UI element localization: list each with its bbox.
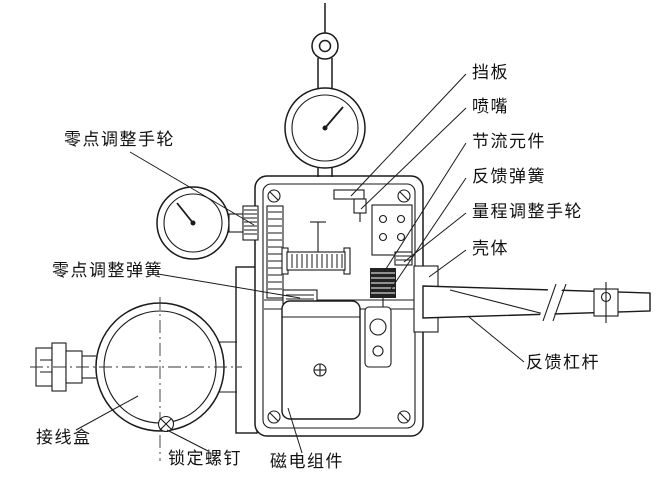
label-lock-screw: 锁定螺钉: [168, 449, 242, 468]
label-nozzle: 喷嘴: [472, 97, 509, 116]
label-feedback-spring: 反馈弹簧: [472, 167, 546, 186]
label-feedback-lever: 反馈杠杆: [526, 353, 600, 372]
leader-lines: [75, 73, 525, 454]
label-junction-box: 接线盒: [36, 428, 92, 447]
label-magnet-assembly: 磁电组件: [270, 452, 344, 471]
label-zero-adjust-spring: 零点调整弹簧: [52, 261, 163, 280]
lock-screw-part: [157, 415, 175, 433]
feedback-spring-part: [370, 268, 396, 308]
junction-box-drawing: [30, 297, 242, 461]
flange-plate: [235, 266, 258, 434]
label-zero-adjust-handwheel: 零点调整手轮: [64, 130, 175, 149]
label-baffle: 挡板: [472, 63, 509, 82]
internal-mechanism: [264, 189, 418, 420]
feedback-lever-drawing: [413, 265, 651, 333]
baffle-part: [333, 189, 365, 200]
top-pressure-gauge: [284, 3, 366, 177]
label-housing: 壳体: [472, 239, 509, 258]
body-corner-screws: [267, 189, 411, 424]
magnet-assembly-part: [281, 300, 361, 420]
label-throttle-element: 节流元件: [472, 132, 546, 151]
label-range-adjust-handwheel: 量程调整手轮: [472, 202, 583, 221]
range-wheel-part: [394, 251, 413, 266]
